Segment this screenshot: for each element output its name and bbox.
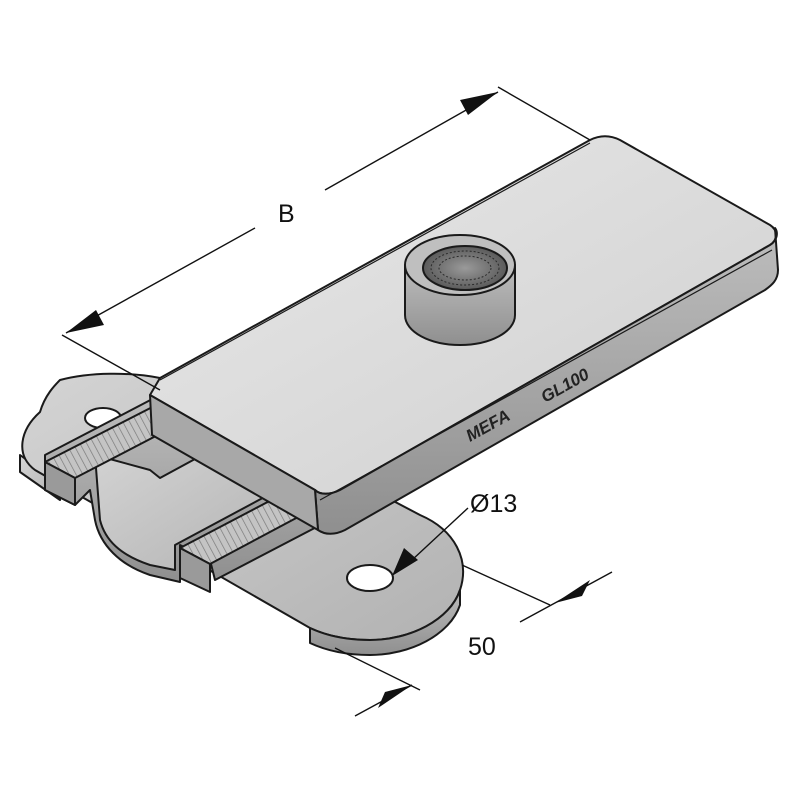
plate-hole-right — [346, 564, 394, 592]
threaded-nut — [404, 234, 516, 346]
dimension-b — [61, 86, 591, 391]
plate-width-label: 50 — [468, 633, 496, 661]
dimension-arrow-left — [66, 310, 104, 333]
hole-diameter-leader — [392, 507, 469, 576]
dimension-b-label: B — [278, 200, 295, 228]
hole-diameter-label: Ø13 — [470, 490, 517, 518]
dimension-arrow-right — [460, 92, 498, 115]
dimension-50 — [334, 564, 613, 717]
